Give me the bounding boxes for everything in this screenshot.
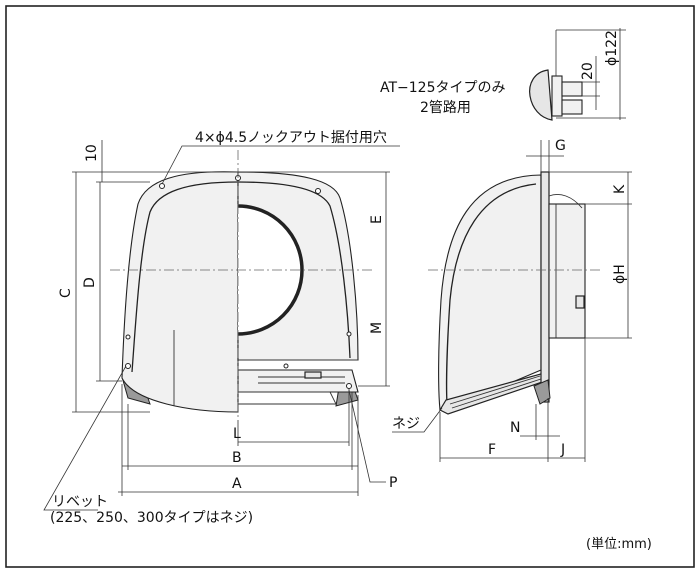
side-dimensions [392, 140, 632, 462]
drawing-frame [5, 5, 695, 568]
at125-label-1: AT−125タイプのみ [380, 80, 506, 96]
leader-screw [392, 407, 443, 433]
dim-label-N: N [510, 420, 520, 436]
dim-label-G: G [555, 138, 566, 154]
detail-flange [551, 75, 563, 117]
dim-label-10: 10 [84, 144, 100, 162]
side-flange [540, 171, 550, 403]
side-foot [533, 379, 551, 405]
screw-label: ネジ [392, 416, 420, 432]
detail-cap [529, 69, 553, 121]
knockout-label: 4×ϕ4.5ノックアウト据付用穴 [195, 130, 387, 146]
rivet-label: リベット [52, 494, 108, 510]
dim-label-E: E [369, 215, 385, 224]
side-duct-clip [575, 295, 585, 309]
front-hood-left [121, 171, 239, 413]
dim-label-phi122: ϕ122 [604, 30, 620, 66]
dim-label-A: A [232, 476, 242, 492]
p-hole [346, 383, 352, 389]
knockout-hole-1 [159, 183, 165, 189]
dim-label-K: K [612, 184, 628, 194]
front-hood-right-inner [237, 181, 351, 359]
front-duct-opening [237, 204, 304, 336]
unit-note: (単位:mm) [586, 536, 652, 552]
front-base-clip [304, 371, 322, 379]
side-louver-lines [449, 375, 545, 409]
front-base-plate [237, 369, 359, 393]
knockout-hole-3 [315, 188, 321, 194]
at125-label-2: 2管路用 [420, 100, 471, 116]
side-hole [346, 331, 352, 337]
side-view [428, 171, 600, 415]
front-base-lower [238, 391, 337, 405]
rivet-note: (225、250、300タイプはネジ) [50, 510, 253, 526]
dim-label-F: F [488, 442, 496, 458]
front-base-slots [258, 376, 345, 384]
base-hole [283, 363, 289, 369]
detail-pipe-bottom [561, 99, 583, 115]
rivet-hole-2 [125, 363, 131, 369]
front-hood-left-inner [131, 181, 239, 373]
at125-detail [529, 28, 626, 121]
dim-label-phiH: ϕH [612, 264, 628, 284]
front-view [110, 150, 372, 420]
side-hood [438, 174, 542, 411]
side-duct [548, 203, 586, 339]
dim-label-L: L [233, 426, 241, 442]
rivet-hole-1 [125, 334, 131, 340]
front-dimensions [43, 140, 400, 511]
leader-P [348, 389, 386, 483]
leader-rivet [43, 365, 127, 511]
detail-pipe-top [561, 81, 583, 97]
dim-label-20: 20 [580, 62, 596, 80]
dim-label-M: M [369, 322, 385, 334]
side-duct-latch [548, 194, 583, 209]
side-hood-inner [445, 183, 537, 405]
dim-label-P: P [389, 475, 397, 491]
leader-knockout [161, 145, 400, 185]
dim-label-C: C [58, 288, 74, 298]
dim-label-D: D [82, 277, 98, 288]
dim-label-B: B [232, 450, 242, 466]
dim-label-J: J [560, 442, 565, 458]
